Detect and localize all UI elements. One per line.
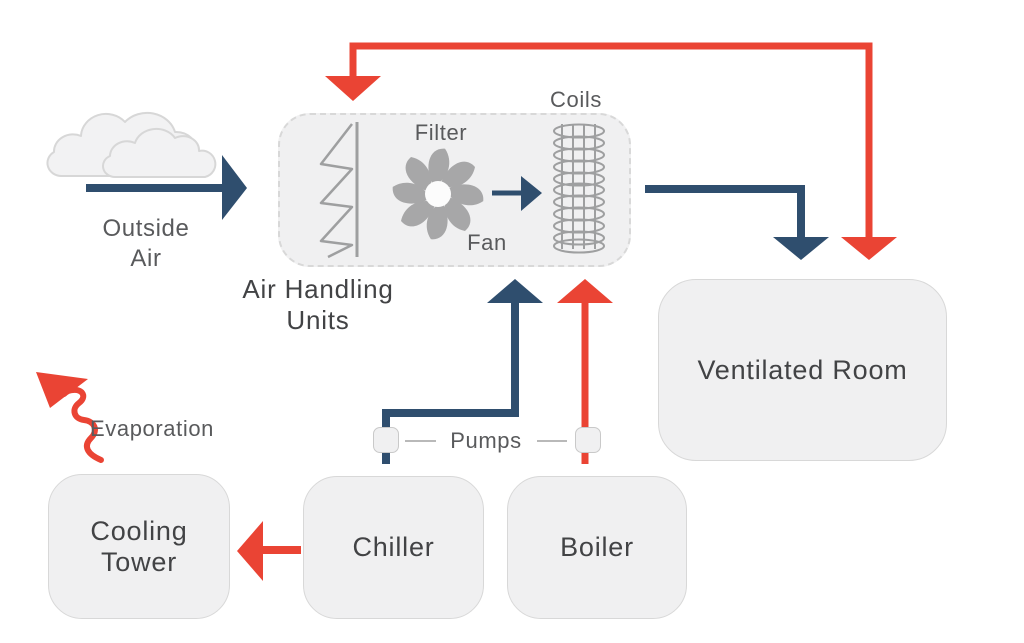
fan-icon <box>392 148 484 240</box>
evaporation-label: Evaporation <box>89 416 214 441</box>
outside-air-arrow <box>86 155 247 220</box>
chiller-box: Chiller <box>303 476 484 619</box>
chiller-label: Chiller <box>352 532 435 562</box>
coils-label: Coils <box>550 87 602 112</box>
cooling-tower-label-line1: Cooling <box>90 515 188 546</box>
boiler-box: Boiler <box>507 476 687 619</box>
cooling-tower-label-line2: Tower <box>100 546 178 577</box>
condenser-water-arrow <box>237 521 301 581</box>
air-handling-units-label: Air Handling Units <box>193 274 443 336</box>
return-air-arrow <box>325 42 897 260</box>
ahu-label-line1: Air Handling <box>242 274 394 304</box>
hot-water-pump-icon <box>575 427 601 453</box>
evaporation-arrow <box>36 372 104 463</box>
cloud-icon <box>46 111 217 178</box>
ventilated-room-box: Ventilated Room <box>658 279 947 461</box>
coils-icon <box>553 123 605 254</box>
fan-label: Fan <box>467 230 507 255</box>
outside-air-label-line1: Outside <box>102 215 190 242</box>
pumps-label: Pumps <box>450 428 522 453</box>
filter-label: Filter <box>414 120 468 145</box>
airflow-arrow <box>492 176 542 211</box>
supply-air-arrow <box>645 185 829 260</box>
chilled-water-pump-icon <box>373 427 399 453</box>
outside-air-label: Outside Air <box>61 214 231 274</box>
ventilated-room-label: Ventilated Room <box>697 354 908 385</box>
filter-icon <box>319 122 359 259</box>
outside-air-label-line2: Air <box>130 245 162 272</box>
ahu-label-line2: Units <box>286 305 350 335</box>
cooling-tower-box: Cooling Tower <box>48 474 230 619</box>
boiler-label: Boiler <box>560 532 634 562</box>
